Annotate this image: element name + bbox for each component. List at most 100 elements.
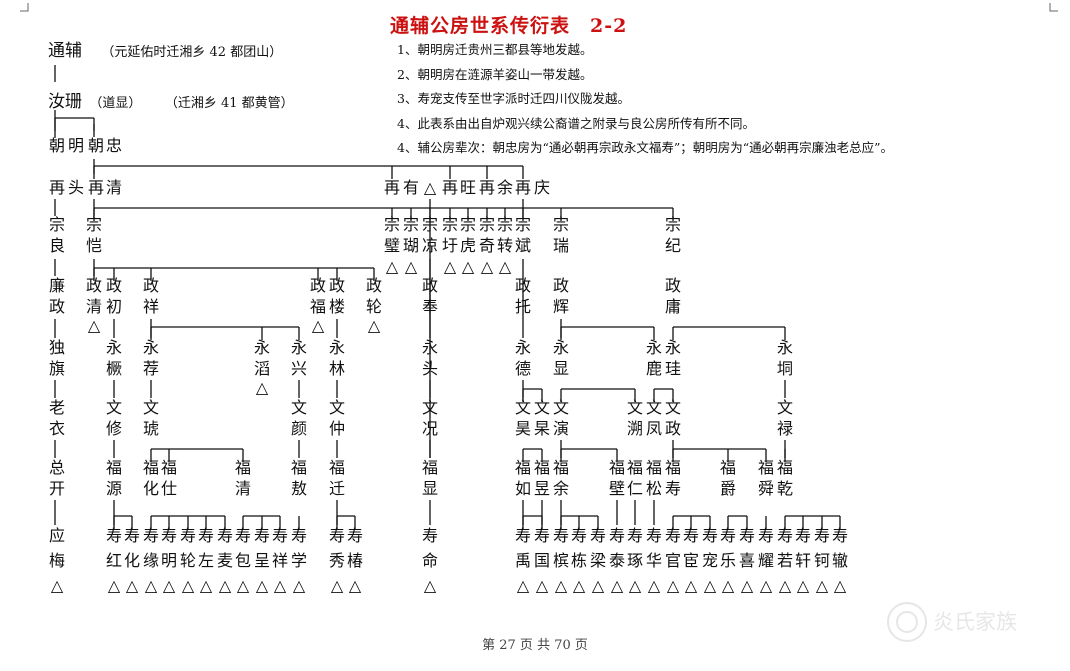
gen-1-note: （元延佑时迁湘乡 42 都团山） <box>101 45 283 60</box>
tree-name-char: 永 <box>254 338 270 357</box>
tree-name-char: 宗 <box>86 215 102 234</box>
tree-name-char: 纪 <box>665 236 681 255</box>
tree-name-char: 明 <box>68 136 84 155</box>
tree-name-char: 再 <box>49 178 65 197</box>
no-heir-marker: △ <box>424 576 437 595</box>
tree-name-char: 呈 <box>254 551 270 570</box>
tree-name-char: 椿 <box>347 551 363 570</box>
no-heir-marker: △ <box>331 576 344 595</box>
tree-name-char: 独 <box>49 338 65 357</box>
no-heir-marker: △ <box>368 316 381 335</box>
no-heir-marker: △ <box>200 576 213 595</box>
tree-name-char: 宗 <box>49 215 65 234</box>
tree-name-char: 清 <box>235 479 251 498</box>
note-item: 4、辅公房辈次：朝忠房为“通必朝再宗政永文福寿”；朝明房为“通必朝再宗廉浊老总应… <box>397 140 894 155</box>
tree-name-char: 仕 <box>161 479 177 498</box>
tree-name-char: 政 <box>106 276 122 295</box>
tree-name-char: 衣 <box>49 419 65 438</box>
tree-name-char: 寿 <box>646 526 662 545</box>
tree-name-char: 松 <box>646 479 662 498</box>
tree-name-char: 奉 <box>422 297 438 316</box>
tree-name-char: 兴 <box>291 359 307 378</box>
no-heir-marker: △ <box>573 576 586 595</box>
no-heir-marker: △ <box>722 576 735 595</box>
tree-name-char: 头 <box>68 178 84 197</box>
tree-name-char: 寿 <box>739 526 755 545</box>
tree-name-char: 寿 <box>832 526 848 545</box>
no-heir-marker: △ <box>386 257 399 276</box>
tree-name-char: 宗 <box>497 215 513 234</box>
notes-list: 1、朝明房迁贵州三都县等地发越。 2、朝明房在涟源羊姿山一带发越。 3、寿宠支传… <box>397 38 893 161</box>
tree-name-char: 寿 <box>272 526 288 545</box>
tree-name-char: 老 <box>49 398 65 417</box>
crop-mark-top-right <box>1049 3 1058 12</box>
tree-name-char: 旺 <box>460 178 476 197</box>
tree-name-char: 寿 <box>571 526 587 545</box>
tree-name-char: 显 <box>553 359 569 378</box>
tree-name-char: 福 <box>515 458 531 477</box>
tree-name-char: 命 <box>422 551 438 570</box>
tree-name-char: 头 <box>422 359 438 378</box>
tree-name-char: 宗 <box>515 215 531 234</box>
tree-name-char: 再 <box>88 178 104 197</box>
tree-name-char: 总 <box>49 458 65 477</box>
gen-1-line: 通辅 （元延佑时迁湘乡 42 都团山） <box>48 36 282 61</box>
tree-name-char: 化 <box>143 479 159 498</box>
no-heir-marker: △ <box>126 576 139 595</box>
no-heir-marker: △ <box>88 316 101 335</box>
note-item: 4、此表系由出自炉观兴续公裔谱之附录与良公房所传有所不同。 <box>397 115 755 131</box>
no-heir-marker: △ <box>312 316 325 335</box>
tree-name-char: 福 <box>534 458 550 477</box>
tree-name-char: 寿 <box>161 526 177 545</box>
tree-name-char: 政 <box>329 276 345 295</box>
tree-name-char: 敖 <box>291 479 307 498</box>
page-footer: 第 27 页 共 70 页 <box>482 638 588 653</box>
tree-name-char: 永 <box>291 338 307 357</box>
tree-name-char: 福 <box>143 458 159 477</box>
no-heir-marker: △ <box>163 576 176 595</box>
no-heir-marker: △ <box>237 576 250 595</box>
tree-name-char: 寿 <box>627 526 643 545</box>
tree-name-char: 寿 <box>291 526 307 545</box>
no-heir-marker: △ <box>424 178 437 197</box>
no-heir-marker: △ <box>108 576 121 595</box>
tree-name-char: 麦 <box>217 551 233 570</box>
tree-name-char: 泰 <box>609 551 625 570</box>
tree-name-char: 耀 <box>758 551 774 570</box>
tree-name-char: 福 <box>758 458 774 477</box>
tree-name-char: 政 <box>665 276 681 295</box>
tree-name-char: 永 <box>143 338 159 357</box>
tree-name-char: 缘 <box>143 551 159 570</box>
gen-1-name: 通辅 <box>48 41 82 61</box>
tree-name-char: 秀 <box>329 551 345 570</box>
watermark-text: 炎氏家族 <box>933 610 1017 634</box>
gen-2-line: 汝珊 （道显） （迁湘乡 41 都黄管） <box>48 87 294 112</box>
tree-name-char: 乾 <box>777 479 793 498</box>
tree-name-char: 托 <box>515 297 531 316</box>
no-heir-marker: △ <box>760 576 773 595</box>
tree-name-char: 福 <box>720 458 736 477</box>
no-heir-marker: △ <box>779 576 792 595</box>
tree-name-char: 迁 <box>329 479 345 498</box>
tree-name-char: 福 <box>627 458 643 477</box>
no-heir-marker: △ <box>611 576 624 595</box>
tree-name-char: 凤 <box>646 419 662 438</box>
tree-name-char: 宗 <box>479 215 495 234</box>
tree-name-char: 杲 <box>534 419 550 438</box>
tree-name-char: 寿 <box>235 526 251 545</box>
no-heir-marker: △ <box>499 257 512 276</box>
tree-name-char: 宗 <box>403 215 419 234</box>
tree-name-char: 辙 <box>832 551 848 570</box>
note-item: 1、朝明房迁贵州三都县等地发越。 <box>397 42 593 57</box>
no-heir-marker: △ <box>349 576 362 595</box>
no-heir-marker: △ <box>648 576 661 595</box>
no-heir-marker: △ <box>51 576 64 595</box>
no-heir-marker: △ <box>685 576 698 595</box>
tree-name-char: 文 <box>627 398 643 417</box>
tree-name-char: 福 <box>235 458 251 477</box>
tree-name-char: 宠 <box>702 551 718 570</box>
tree-name-char: 国 <box>534 551 550 570</box>
no-heir-marker: △ <box>219 576 232 595</box>
no-heir-marker: △ <box>555 576 568 595</box>
tree-name-char: 宦 <box>683 551 699 570</box>
